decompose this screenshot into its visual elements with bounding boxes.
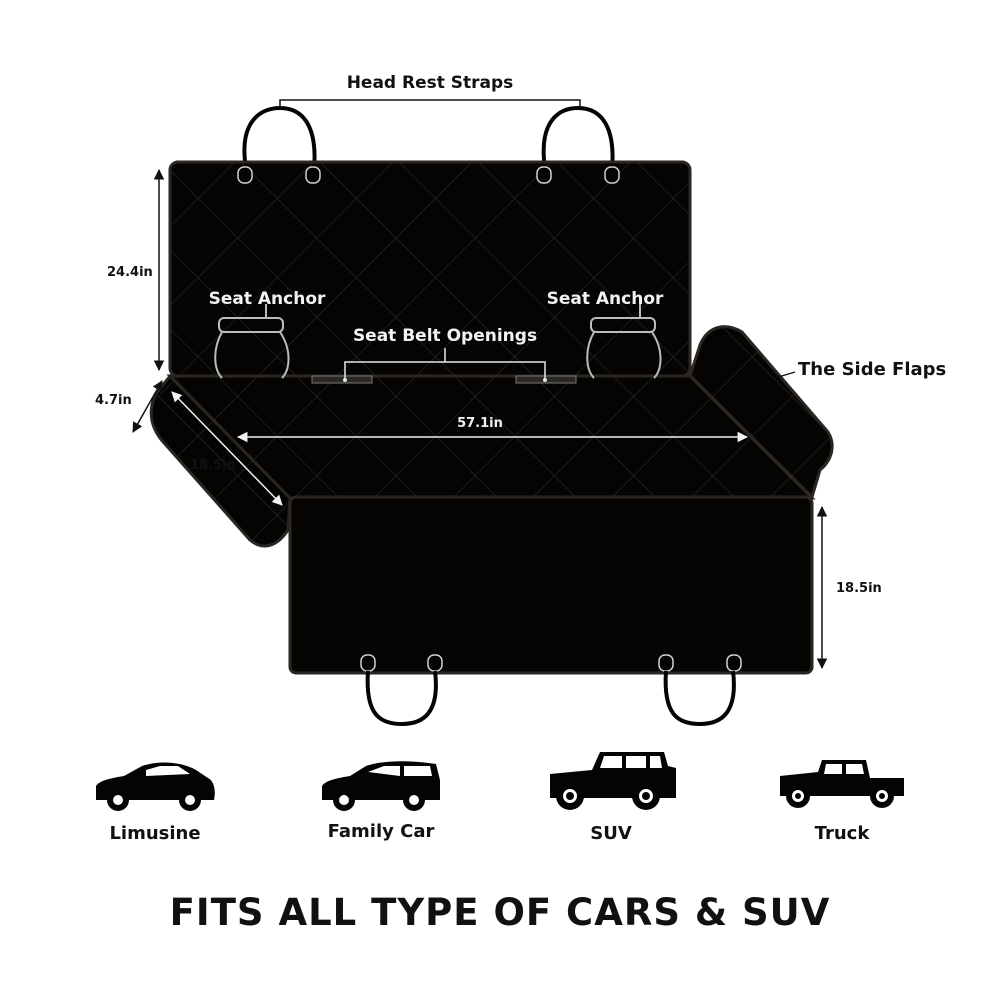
- side-flaps-label: The Side Flaps: [798, 359, 946, 380]
- head-rest-straps-label: Head Rest Straps: [347, 73, 514, 93]
- seat-anchor-left: [214, 304, 290, 379]
- vehicle-label-family-car: Family Car: [328, 821, 435, 842]
- seat-belt-openings-label: Seat Belt Openings: [353, 326, 537, 346]
- flap-thickness-label: 4.7in: [95, 393, 132, 408]
- vehicle-label-limusine: Limusine: [109, 823, 200, 844]
- vehicle-label-truck: Truck: [815, 823, 871, 844]
- vehicle-label-suv: SUV: [590, 823, 632, 844]
- seat-belt-openings: [311, 348, 577, 384]
- bottom-straps: [360, 654, 742, 727]
- seat-anchor-right: [586, 304, 662, 379]
- front-drop-panel: [288, 495, 814, 675]
- pickup-truck-icon: [780, 760, 904, 808]
- sedan-car-icon: [96, 762, 215, 811]
- seat-anchor-right-label: Seat Anchor: [547, 289, 664, 309]
- strap-loop-right: [541, 105, 615, 171]
- side-flap-right: [688, 325, 834, 500]
- hatchback-car-icon: [322, 761, 440, 811]
- strap-grommets: [237, 166, 620, 184]
- head-rest-straps-bracket: [279, 99, 581, 108]
- backrest-height-label: 24.4in: [107, 265, 153, 280]
- flap-thickness-arrow: [132, 380, 163, 433]
- headline: FITS ALL TYPE OF CARS & SUV: [170, 891, 831, 934]
- seat-depth-label: 18.5in: [190, 458, 236, 473]
- seat-depth-arrow: [171, 391, 283, 506]
- front-drop-label: 18.5in: [836, 581, 882, 596]
- width-label: 57.1in: [457, 416, 503, 431]
- seat-anchor-left-label: Seat Anchor: [209, 289, 326, 309]
- suv-icon: [550, 752, 676, 810]
